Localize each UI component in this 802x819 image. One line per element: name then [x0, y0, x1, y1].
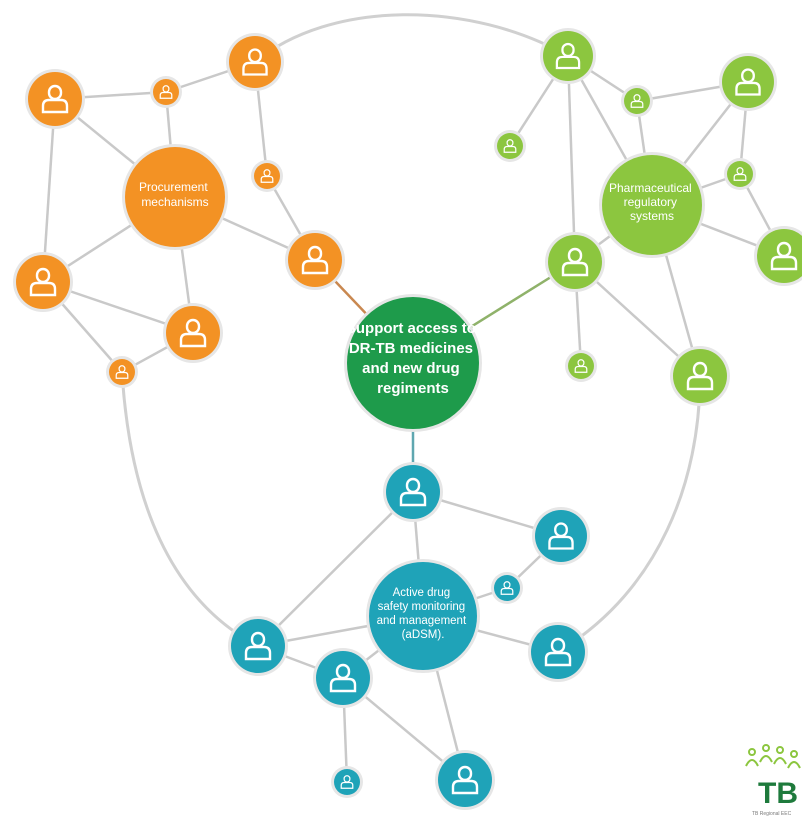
tb-logo: TB TB Regional EEC: [745, 744, 801, 817]
person-node: [285, 230, 345, 290]
person-node: [724, 158, 756, 190]
person-node: [251, 160, 283, 192]
person-node: [313, 648, 373, 708]
user-icon: [340, 775, 354, 789]
person-node: [163, 303, 223, 363]
connector-line: [566, 55, 577, 263]
adsm-hub-node: [366, 559, 480, 673]
person-node: [494, 130, 526, 162]
center-hub-node: [344, 294, 482, 432]
person-node: [106, 356, 138, 388]
person-node: [435, 750, 495, 810]
connector-line: [41, 98, 57, 283]
nodes: [13, 28, 802, 810]
person-node: [565, 350, 597, 382]
person-node: [331, 766, 363, 798]
user-icon: [544, 637, 572, 667]
user-icon: [503, 139, 517, 153]
connector-line: [257, 491, 414, 647]
user-icon: [733, 167, 747, 181]
person-node: [540, 28, 596, 84]
person-node: [150, 76, 182, 108]
user-icon: [548, 522, 574, 550]
regulatory-hub-label: Pharmaceutical regulatory systems: [609, 181, 695, 223]
person-node: [383, 462, 443, 522]
user-icon: [451, 765, 479, 795]
person-node: [670, 346, 730, 406]
user-icon: [301, 245, 329, 275]
user-icon: [770, 241, 798, 271]
person-node: [621, 85, 653, 117]
person-node: [719, 53, 777, 111]
proc-hub-node: [122, 144, 228, 250]
user-icon: [115, 365, 129, 379]
user-icon: [574, 359, 588, 373]
user-icon: [555, 42, 581, 70]
person-node: [25, 69, 85, 129]
person-node: [532, 507, 590, 565]
person-node: [226, 33, 284, 91]
user-icon: [41, 84, 69, 114]
user-icon: [630, 94, 644, 108]
people-chain-icon: [745, 744, 801, 769]
user-icon: [179, 318, 207, 348]
user-icon: [561, 247, 589, 277]
user-icon: [260, 169, 274, 183]
user-icon: [686, 361, 714, 391]
person-node: [545, 232, 605, 292]
user-icon: [735, 68, 761, 96]
user-icon: [29, 267, 57, 297]
outer-ring-connector: [120, 371, 259, 648]
user-icon: [242, 48, 268, 76]
adsm-hub-label: Active drug safety monitoring and manage…: [377, 587, 470, 641]
center-hub-label: Support access to DR-TB medicines and ne…: [346, 320, 480, 397]
reg-hub-node: [599, 152, 705, 258]
person-node: [528, 622, 588, 682]
procurement-hub-label: Procurement mechanisms: [139, 180, 211, 209]
person-node: [491, 572, 523, 604]
outer-ring-connector: [557, 375, 702, 654]
person-node: [13, 252, 73, 312]
user-icon: [399, 477, 427, 507]
user-icon: [159, 85, 173, 99]
user-icon: [244, 631, 272, 661]
tb-logo-mark: TB: [758, 777, 798, 810]
user-icon: [500, 581, 514, 595]
user-icon: [329, 663, 357, 693]
person-node: [228, 616, 288, 676]
outer-ring-connector: [254, 13, 569, 64]
person-node: [754, 226, 802, 286]
tb-logo-subtitle: TB Regional EEC: [752, 811, 792, 817]
